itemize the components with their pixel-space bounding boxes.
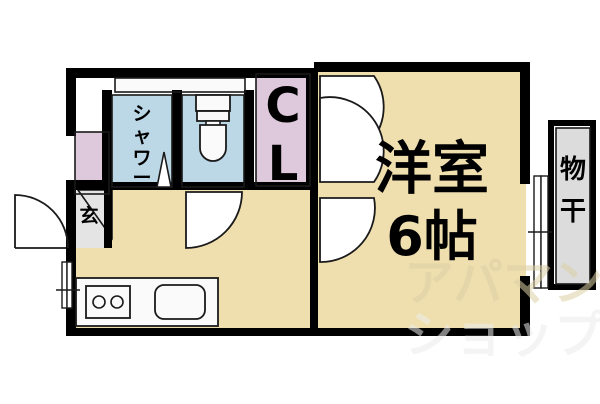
kitchen-window-panel-2 bbox=[66, 261, 73, 309]
wall-top-wet bbox=[66, 68, 314, 78]
wall-left-upper bbox=[66, 68, 76, 134]
toilet-lid bbox=[196, 110, 230, 122]
shower-label-char-1: シ bbox=[132, 103, 151, 125]
kitchen-window bbox=[56, 261, 80, 309]
kitchen-sink bbox=[154, 284, 206, 320]
wall-balcony-bottom bbox=[548, 284, 596, 290]
stove-burner-2 bbox=[110, 295, 124, 309]
wall-room-left bbox=[310, 68, 318, 336]
wall-top-room bbox=[314, 62, 530, 72]
wall-balcony-top bbox=[548, 120, 596, 126]
closet-label-line-2: L bbox=[268, 136, 299, 192]
hall-door-leaf bbox=[185, 191, 243, 249]
wall-left-lower bbox=[66, 186, 76, 248]
shower-label-group: シ ャ ワ ー bbox=[132, 103, 151, 189]
closet-outline bbox=[255, 73, 311, 187]
watermark-line-1: アパマン bbox=[404, 254, 600, 312]
vanity-outline bbox=[114, 77, 246, 93]
shower-outline bbox=[111, 94, 173, 188]
kitchen-window-panel-1 bbox=[61, 261, 68, 309]
watermark: アパマン ショップ bbox=[404, 254, 600, 364]
western-room-label: 洋室 bbox=[375, 136, 489, 202]
toilet-tank bbox=[195, 94, 231, 112]
wall-entry-top bbox=[66, 180, 112, 190]
wall-group bbox=[66, 62, 596, 336]
shower-label-char-3: ワ bbox=[132, 147, 151, 169]
wall-shower-toilet bbox=[172, 90, 182, 190]
wall-balcony-left bbox=[548, 120, 554, 290]
wall-left-mid bbox=[66, 128, 76, 136]
balcony-sliding-door bbox=[528, 175, 552, 289]
entry-closet-outline bbox=[74, 131, 110, 195]
stove-burner-1 bbox=[92, 295, 106, 309]
western-room-size-label: 6帖 bbox=[386, 205, 478, 268]
wall-right-upper bbox=[520, 62, 530, 184]
toilet-bowl bbox=[199, 124, 227, 162]
wall-wet-bottom bbox=[102, 182, 314, 190]
hall-door bbox=[185, 191, 243, 249]
wall-bottom bbox=[66, 328, 530, 336]
room-door-middle bbox=[319, 96, 385, 183]
entrance-door bbox=[14, 194, 69, 249]
closet-label-line-1: C bbox=[265, 78, 300, 134]
wall-toilet-closet bbox=[244, 90, 254, 190]
toilet-fixture bbox=[195, 94, 231, 162]
wall-entry-right bbox=[104, 186, 112, 248]
entry-zone bbox=[70, 190, 112, 248]
entrance-door-arc bbox=[14, 194, 69, 249]
entry-label: 玄 bbox=[79, 204, 98, 227]
room-door-lower bbox=[319, 197, 376, 263]
watermark-line-2: ショップ bbox=[404, 306, 600, 364]
shower-folding-door bbox=[156, 151, 172, 188]
wall-shower-left bbox=[102, 90, 112, 190]
closet-floor bbox=[256, 74, 310, 186]
shower-label-char-2: ャ bbox=[132, 125, 151, 147]
balcony-inner-outline bbox=[555, 127, 591, 285]
wall-balcony-right bbox=[590, 120, 596, 290]
room-door-group bbox=[319, 75, 385, 263]
balcony-label-line-2: 干 bbox=[560, 197, 586, 227]
balcony-label-line-1: 物 bbox=[560, 155, 586, 185]
stove bbox=[85, 285, 131, 319]
vanity-counter bbox=[115, 78, 245, 92]
kitchen-counter-group bbox=[75, 277, 219, 327]
shower-door-leaf bbox=[156, 151, 172, 188]
wall-right-lower bbox=[520, 276, 530, 336]
shower-label-char-4: ー bbox=[132, 167, 151, 189]
